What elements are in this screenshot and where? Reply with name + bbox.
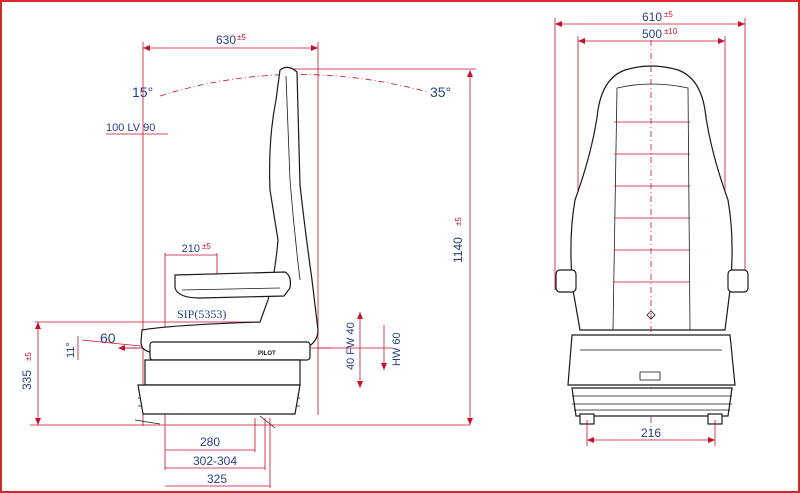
dim-1140-tol: ±5 xyxy=(454,217,463,226)
fw-label: 40 FW 40 xyxy=(345,322,357,370)
angle-11-label: 11° xyxy=(65,342,77,358)
dim-335-value: 335 xyxy=(20,370,34,390)
fw-arrow-down xyxy=(357,381,363,388)
front-handle xyxy=(639,371,661,381)
armrest-stub-left xyxy=(555,269,577,293)
seat-side-outline xyxy=(140,66,319,353)
arrow-335-bottom xyxy=(35,418,41,425)
arrow-500-left xyxy=(578,38,585,44)
front-cushion xyxy=(567,334,736,386)
lumbar-label: 100 LV 90 xyxy=(106,122,155,134)
arrow-1140-bottom xyxy=(467,418,473,425)
dim-1140-value: 1140 xyxy=(451,237,465,263)
sip-label: SIP(5353) xyxy=(177,307,226,321)
seat-front-outline xyxy=(570,65,733,331)
dim-500-tol: ±10 xyxy=(664,27,678,36)
side-view: 630 ±5 15° 35° 100 LV 90 1140 ±5 210 ±5 … xyxy=(20,33,476,488)
hw-arrow-down xyxy=(381,363,387,370)
dim-630-value: 630 xyxy=(216,33,236,47)
arrow-610-left xyxy=(555,21,562,27)
hw-label: HW 60 xyxy=(391,332,403,366)
suspension-housing xyxy=(144,359,301,386)
dim-500-value: 500 xyxy=(642,27,662,41)
dim-325-value: 325 xyxy=(207,472,227,486)
arrow-630-right xyxy=(311,45,318,51)
quilting-lines xyxy=(614,121,690,283)
front-bellows xyxy=(571,387,733,417)
front-bellows-lines xyxy=(572,395,732,411)
backrest-center-panel xyxy=(612,83,691,331)
armrest-stub-right xyxy=(727,269,749,293)
front-sip-marker xyxy=(646,310,656,320)
arrow-1140-top xyxy=(467,70,473,77)
armrest xyxy=(174,271,292,299)
brand-logo: PILOT xyxy=(258,351,276,357)
armrest-detail xyxy=(181,287,281,291)
arrow-335-top xyxy=(35,322,41,329)
control-panel xyxy=(149,341,311,361)
dim-280-value: 280 xyxy=(200,435,220,449)
dim-302-value: 302-304 xyxy=(193,454,237,468)
arrow-60 xyxy=(118,345,125,351)
fw-arrow-up xyxy=(357,312,363,319)
dim-210-value: 210 xyxy=(182,243,200,255)
dim-610-tol: ±5 xyxy=(664,10,673,19)
angle-35-label: 35° xyxy=(430,84,451,100)
arrow-216-left xyxy=(587,437,594,443)
front-view: 610 ±5 500 ±10 xyxy=(554,10,749,446)
arrow-630-left xyxy=(143,45,150,51)
dim-610-value: 610 xyxy=(642,10,662,24)
dim-335-tol: ±5 xyxy=(24,352,33,361)
dim-630-tol: ±5 xyxy=(237,33,246,42)
arrow-500-right xyxy=(718,38,725,44)
arrow-610-right xyxy=(738,21,745,27)
dim-210-tol: ±5 xyxy=(202,242,211,251)
arrow-216-right xyxy=(708,437,715,443)
angle-15-label: 15° xyxy=(132,84,153,100)
bellows xyxy=(137,384,301,415)
rail-lines xyxy=(134,415,276,429)
dim-216-value: 216 xyxy=(641,426,661,440)
backrest-inner-line xyxy=(285,75,301,281)
